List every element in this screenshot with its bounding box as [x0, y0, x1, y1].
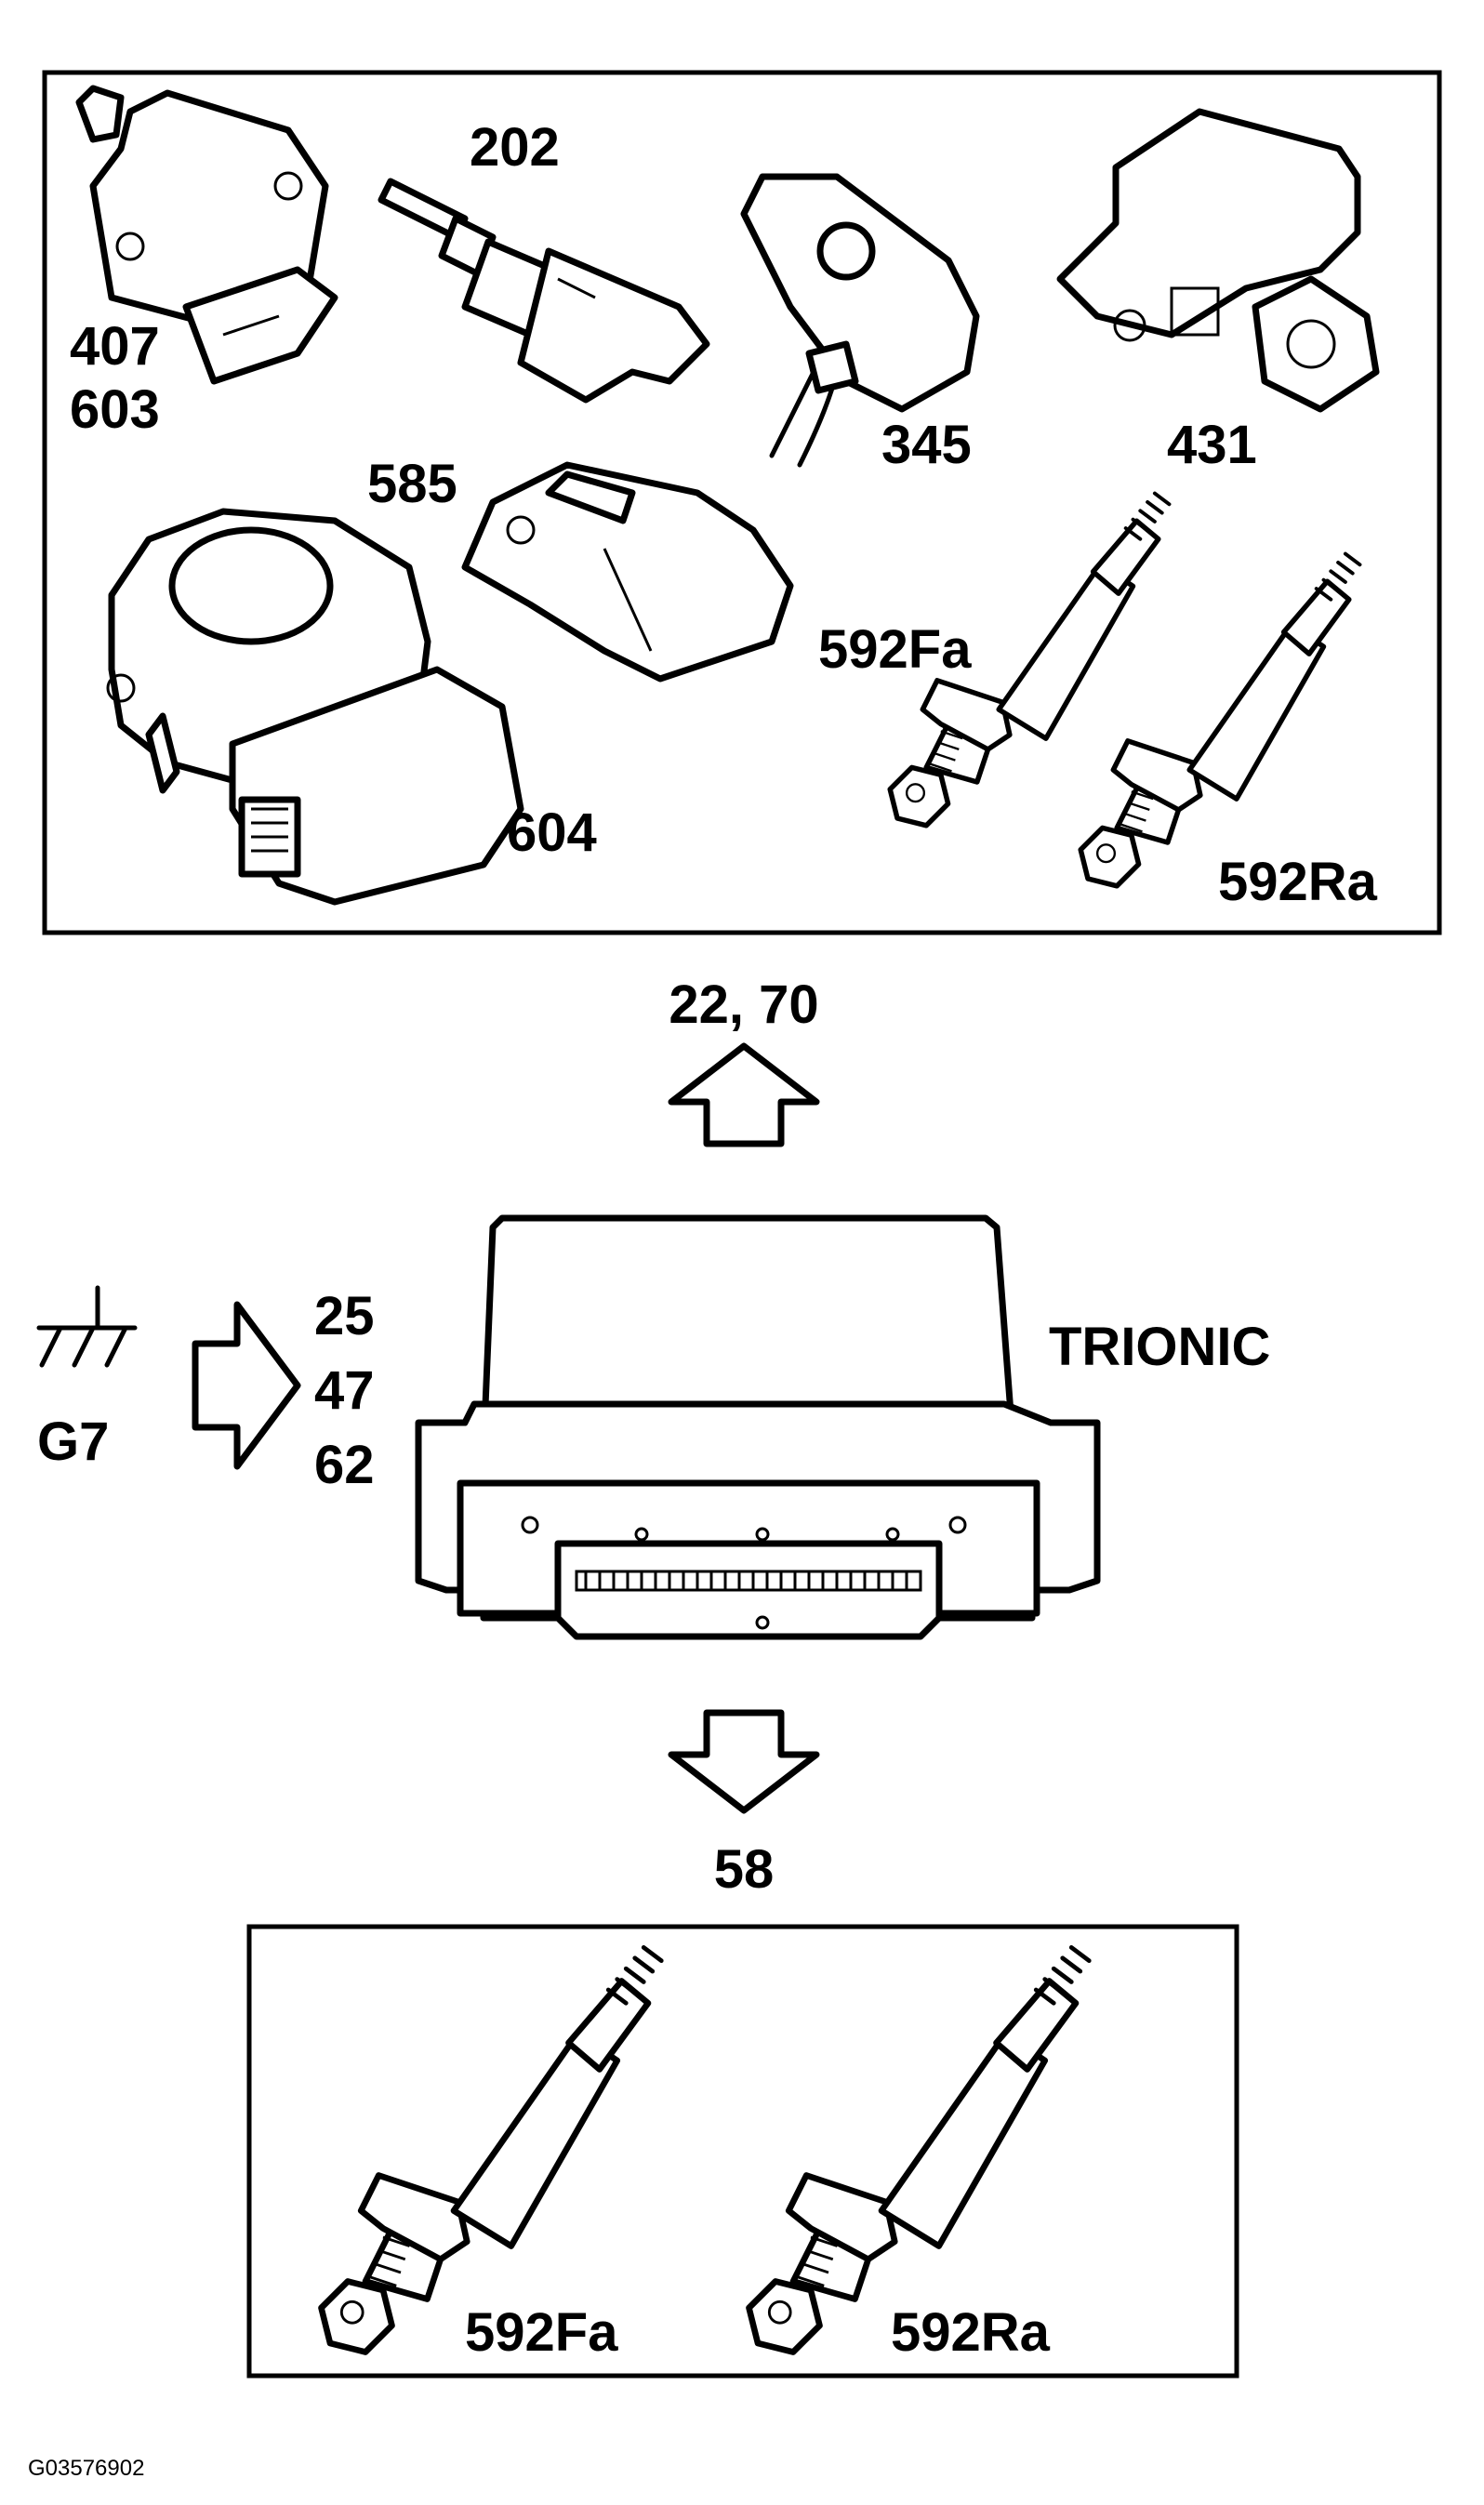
label-592ra-top: 592Ra [1218, 852, 1378, 912]
throttle-body-604 [106, 508, 524, 906]
pressure-sensor-407-603 [75, 85, 338, 385]
bottom-arrow-label: 58 [714, 1839, 775, 1900]
sensor-585 [461, 461, 794, 683]
sensor-431 [1056, 108, 1380, 413]
label-592fa-bottom: 592Fa [465, 2302, 618, 2363]
label-431: 431 [1167, 415, 1257, 475]
top-arrow-label: 22, 70 [669, 974, 818, 1035]
ground-symbol-icon [36, 1285, 138, 1368]
ecu-label: TRIONIC [1049, 1317, 1270, 1377]
input-label-2: 47 [314, 1360, 375, 1421]
label-592fa-top: 592Fa [818, 619, 972, 680]
label-604: 604 [507, 802, 597, 863]
label-585: 585 [367, 454, 457, 514]
temperature-sensor-202 [378, 178, 710, 404]
label-592ra-bottom: 592Ra [891, 2302, 1051, 2363]
label-202: 202 [470, 117, 560, 178]
ground-label: G7 [37, 1412, 109, 1472]
down-arrow-icon [668, 1709, 820, 1814]
up-arrow-icon [668, 1042, 820, 1147]
crank-sensor-345 [740, 173, 980, 468]
input-label-1: 25 [314, 1286, 375, 1346]
label-345: 345 [881, 415, 972, 475]
input-label-3: 62 [314, 1435, 375, 1495]
lambda-sensor-box [246, 1924, 1239, 2379]
figure-id: G03576902 [28, 2456, 144, 2481]
label-407: 407 [70, 316, 160, 377]
label-603: 603 [70, 379, 160, 440]
right-arrow-icon [192, 1301, 301, 1470]
ecu-trionic [415, 1214, 1101, 1640]
